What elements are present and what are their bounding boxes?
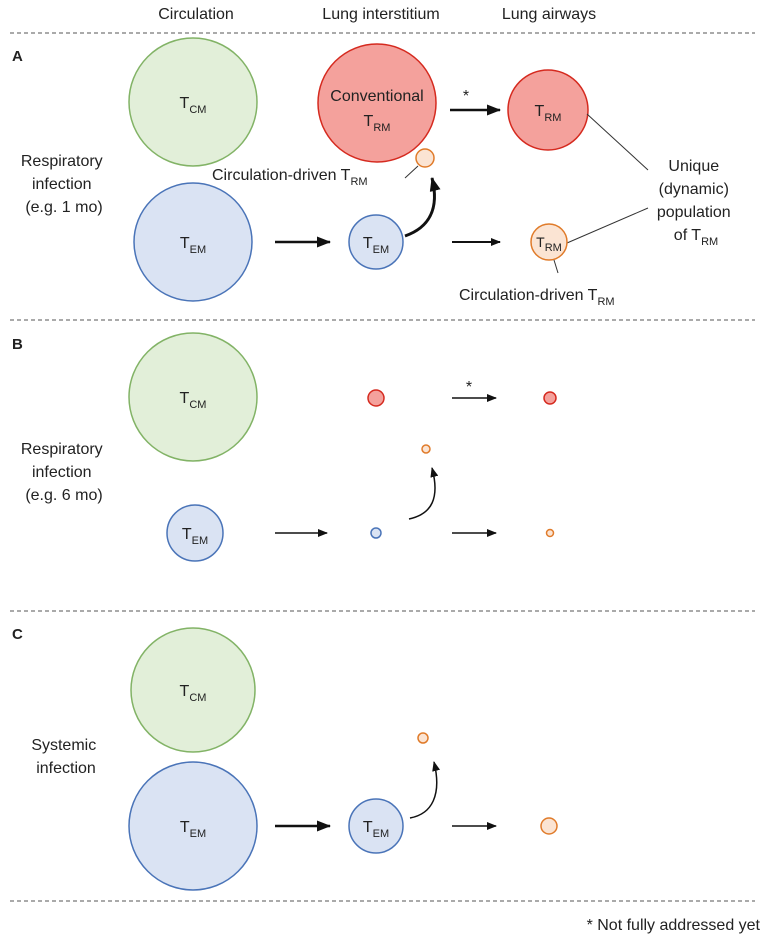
header-lung-airways: Lung airways <box>502 6 596 23</box>
panel-a-pointer-airway-circ <box>553 259 559 274</box>
panel-b-label: Respiratory infection (e.g. 6 mo) <box>21 441 107 504</box>
panel-a-asterisk: * <box>463 88 469 105</box>
panel-c-curved-arrow-to-circ-trm <box>409 761 441 819</box>
panel-a-tcm-circle <box>128 37 258 167</box>
panel-a-airway-circ-trm-circle <box>530 223 568 261</box>
panel-c-airway-circ-trm-circle <box>540 817 558 835</box>
panel-b-tem-label: TEM <box>182 526 208 547</box>
panel-a-airway-circ-trm-label: TRM <box>536 234 562 254</box>
panel-b: B Respiratory infection (e.g. 6 mo) TCM … <box>12 332 557 562</box>
panel-c-interstitium-tem-circle <box>348 798 404 854</box>
panel-a-tcm-label: TCM <box>180 95 207 116</box>
panel-c-letter: C <box>12 626 23 643</box>
panel-a-label: Respiratory infection (e.g. 1 mo) <box>21 153 107 216</box>
panel-c-interstitium-circ-trm-circle <box>417 732 429 744</box>
panel-a-conventional-trm-label: TRM <box>364 113 391 134</box>
panel-c-label: Systemic infection <box>31 737 100 777</box>
panel-a-interstitium-circ-trm-circle <box>415 148 435 168</box>
panel-a-pointer-unique-to-orange <box>566 207 649 244</box>
panel-a-interstitium-circ-label: Circulation-driven TRM <box>212 167 368 188</box>
panel-a-letter: A <box>12 48 23 65</box>
footnote: * Not fully addressed yet <box>587 917 761 934</box>
panel-c-tem-circle <box>128 761 258 891</box>
panel-a-conventional-label: Conventional <box>330 88 423 105</box>
panel-b-interstitium-tem-circle <box>370 527 382 539</box>
panel-a-tem-circle <box>133 182 253 302</box>
panel-b-interstitium-trm-circle <box>367 389 385 407</box>
panel-a-airway-circ-label: Circulation-driven TRM <box>459 287 615 308</box>
panel-a-unique-population-label: Unique (dynamic) population of TRM <box>657 158 735 248</box>
panel-c-tem-label: TEM <box>180 819 206 840</box>
panel-c-interstitium-tem-label: TEM <box>363 819 389 840</box>
panel-c-tcm-label: TCM <box>180 683 207 704</box>
panel-a-airway-trm-circle <box>507 69 589 151</box>
panel-b-tem-circle <box>166 504 224 562</box>
panel-c: C Systemic infection TCM TEM TEM <box>12 626 558 891</box>
panel-a-tem-label: TEM <box>180 235 206 256</box>
panel-b-tcm-circle <box>128 332 258 462</box>
panel-b-airway-circ-trm-circle <box>545 528 555 538</box>
panel-a-curved-arrow-to-circ-trm <box>404 177 441 238</box>
panel-a: A Respiratory infection (e.g. 1 mo) TCM … <box>12 37 735 308</box>
panel-c-tcm-circle <box>130 627 256 753</box>
panel-a-interstitium-tem-circle <box>348 214 404 270</box>
panel-b-letter: B <box>12 336 23 353</box>
panel-a-interstitium-tem-label: TEM <box>363 235 389 256</box>
panel-b-airway-trm-circle <box>543 391 557 405</box>
panel-b-asterisk: * <box>466 379 472 396</box>
panel-b-curved-arrow-to-circ-trm <box>408 467 439 520</box>
panel-b-interstitium-circ-trm-circle <box>421 444 431 454</box>
header-lung-interstitium: Lung interstitium <box>322 6 439 23</box>
panel-a-pointer-unique-to-red <box>586 113 649 171</box>
panel-b-tcm-label: TCM <box>180 390 207 411</box>
panel-a-airway-trm-label: TRM <box>535 103 562 124</box>
header-circulation: Circulation <box>158 6 234 23</box>
panel-a-pointer-interstitium-circ <box>404 165 419 179</box>
panel-a-conventional-trm-circle <box>317 43 437 163</box>
